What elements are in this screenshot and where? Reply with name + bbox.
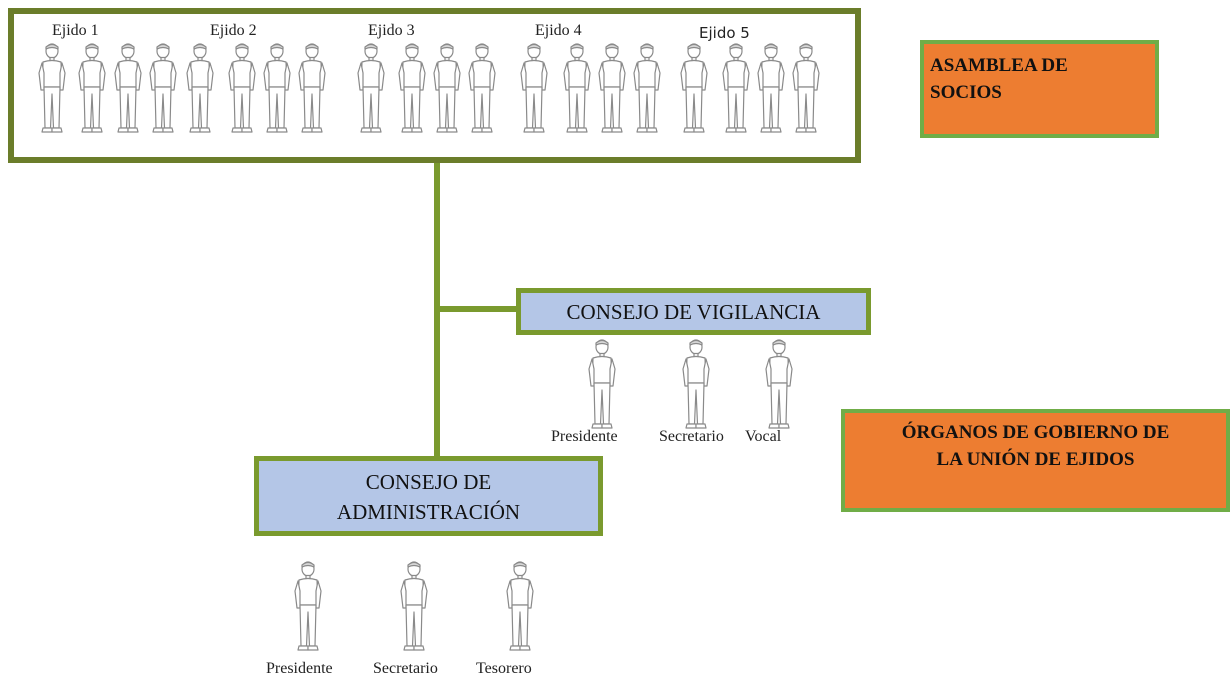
ejido-5-label: Ejido 5 bbox=[699, 24, 750, 42]
person-icon bbox=[228, 42, 256, 134]
person-icon bbox=[263, 42, 291, 134]
assembly-box bbox=[8, 8, 861, 163]
person-icon bbox=[722, 42, 750, 134]
person-icon bbox=[186, 42, 214, 134]
person-icon bbox=[765, 338, 793, 430]
person-icon bbox=[598, 42, 626, 134]
asamblea-de-socios-tag: ASAMBLEA DE SOCIOS bbox=[920, 40, 1159, 138]
connector-vigilance bbox=[437, 306, 519, 312]
person-icon bbox=[757, 42, 785, 134]
ejido-4-label: Ejido 4 bbox=[535, 22, 582, 39]
organos-tag-line1: ÓRGANOS DE GOBIERNO DE bbox=[901, 422, 1170, 443]
organos-tag-line2: LA UNIÓN DE EJIDOS bbox=[936, 449, 1135, 470]
person-icon bbox=[78, 42, 106, 134]
person-icon bbox=[506, 560, 534, 652]
vigilance-council-box: CONSEJO DE VIGILANCIA bbox=[516, 288, 871, 335]
person-icon bbox=[357, 42, 385, 134]
administration-role-secretary: Secretario bbox=[373, 660, 438, 677]
person-icon bbox=[633, 42, 661, 134]
person-icon bbox=[149, 42, 177, 134]
person-icon bbox=[298, 42, 326, 134]
asamblea-tag-line2: SOCIOS bbox=[930, 82, 1002, 103]
organos-de-gobierno-tag: ÓRGANOS DE GOBIERNO DE LA UNIÓN DE EJIDO… bbox=[841, 409, 1230, 512]
person-icon bbox=[680, 42, 708, 134]
vigilance-role-vocal: Vocal bbox=[745, 428, 782, 445]
person-icon bbox=[38, 42, 66, 134]
person-icon bbox=[400, 560, 428, 652]
vigilance-role-president: Presidente bbox=[551, 428, 618, 445]
ejido-3-label: Ejido 3 bbox=[368, 22, 415, 39]
ejido-1-label: Ejido 1 bbox=[52, 22, 99, 39]
person-icon bbox=[563, 42, 591, 134]
administration-role-president: Presidente bbox=[266, 660, 333, 677]
person-icon bbox=[398, 42, 426, 134]
person-icon bbox=[682, 338, 710, 430]
person-icon bbox=[114, 42, 142, 134]
person-icon bbox=[468, 42, 496, 134]
person-icon bbox=[433, 42, 461, 134]
person-icon bbox=[294, 560, 322, 652]
person-icon bbox=[792, 42, 820, 134]
administration-council-title-line1: CONSEJO DE bbox=[365, 470, 492, 494]
administration-role-treasurer: Tesorero bbox=[476, 660, 532, 677]
administration-council-title-line2: ADMINISTRACIÓN bbox=[336, 500, 521, 524]
person-icon bbox=[588, 338, 616, 430]
vigilance-council-title: CONSEJO DE VIGILANCIA bbox=[566, 300, 821, 324]
administration-council-box: CONSEJO DE ADMINISTRACIÓN bbox=[254, 456, 603, 536]
ejido-2-label: Ejido 2 bbox=[210, 22, 257, 39]
person-icon bbox=[520, 42, 548, 134]
asamblea-tag-line1: ASAMBLEA DE bbox=[930, 55, 1068, 76]
vigilance-role-secretary: Secretario bbox=[659, 428, 724, 445]
